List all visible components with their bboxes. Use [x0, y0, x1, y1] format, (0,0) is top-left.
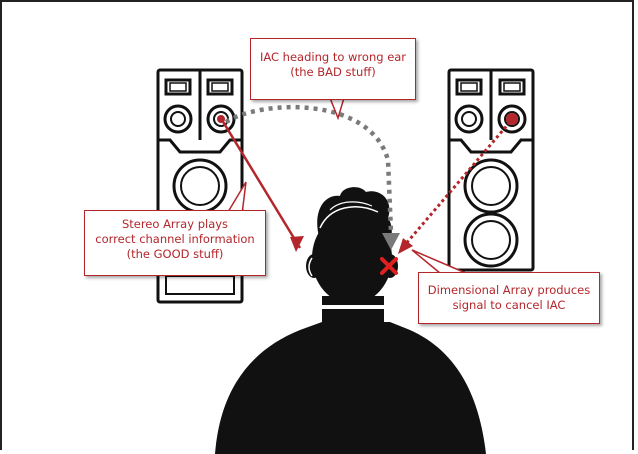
iac-callout-line-1: IAC heading to wrong ear: [259, 50, 407, 64]
listener-hair: [317, 187, 392, 250]
stereo-callout-line-1: Stereo Array plays: [121, 217, 229, 231]
iac-callout-line-2: (the BAD stuff): [290, 65, 376, 79]
stereo-callout: Stereo Array plays correct channel infor…: [84, 210, 266, 276]
listener-torso: [215, 322, 486, 454]
dimensional-arrowhead: [398, 238, 413, 254]
right-speaker: [447, 68, 535, 272]
stereo-arrowhead: [290, 236, 304, 252]
dimensional-callout-line-2: signal to cancel IAC: [452, 298, 566, 312]
dimensional-callout-line-1: Dimensional Array produces: [427, 283, 591, 297]
iac-arrowhead: [382, 233, 400, 250]
iac-callout: IAC heading to wrong ear (the BAD stuff): [250, 38, 416, 100]
red-x-icon: [380, 257, 398, 275]
iac-arrow: [224, 104, 394, 233]
stereo-callout-line-3: (the GOOD stuff): [126, 247, 224, 261]
dimensional-callout: Dimensional Array produces signal to can…: [418, 272, 600, 324]
stereo-arrow: [220, 119, 302, 249]
listener-silhouette: [215, 187, 486, 454]
stereo-callout-line-2: correct channel information: [95, 232, 255, 246]
left-speaker-base: [165, 275, 235, 295]
